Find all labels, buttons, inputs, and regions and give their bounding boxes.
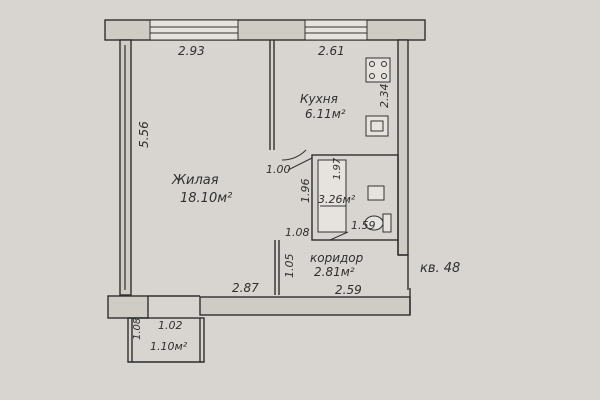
- dim-bath-inner-height: 1.96: [299, 179, 312, 204]
- bottom-wall: [107, 288, 411, 319]
- room-corridor-name: коридор: [310, 251, 364, 265]
- dim-corridor-height: 1.05: [283, 254, 296, 279]
- window-right: [304, 19, 368, 41]
- dim-left-height: 5.56: [137, 121, 151, 148]
- corridor-walls: [274, 240, 409, 295]
- left-wall: [119, 39, 132, 296]
- kitchen-appliances: [365, 57, 391, 137]
- room-balcony-area: 1.10м²: [150, 340, 188, 353]
- room-kitchen-name: Кухня: [300, 92, 338, 106]
- dim-main-bottom: 2.87: [232, 281, 259, 295]
- dim-kitchen-height: 2.34: [378, 84, 391, 109]
- stove-icon: [365, 57, 391, 83]
- dim-balcony-height: 1.08: [132, 318, 143, 340]
- dim-corridor-opening: 1.08: [285, 226, 310, 239]
- room-living-name: Жилая: [171, 173, 219, 188]
- window-left: [149, 19, 239, 41]
- room-kitchen-area: 6.11м²: [305, 107, 346, 121]
- dim-door-main: 1.00: [266, 163, 291, 176]
- dim-bath-width: 1.59: [351, 219, 376, 232]
- room-bathroom-area: 3.26м²: [318, 193, 356, 206]
- bathtub: [317, 159, 347, 233]
- bathroom-block: [311, 154, 399, 241]
- room-corridor-area: 2.81м²: [314, 265, 355, 279]
- door-swing: [281, 149, 307, 161]
- balcony: [127, 317, 205, 363]
- bathroom-sink: [367, 185, 385, 201]
- kitchen-sink: [365, 115, 389, 137]
- dim-balcony-width: 1.02: [158, 319, 183, 332]
- top-wall: [104, 19, 426, 41]
- dim-top-right: 2.61: [318, 44, 345, 58]
- dim-top-left: 2.93: [178, 44, 205, 58]
- right-wall: [397, 39, 409, 256]
- dim-corridor-bottom: 2.59: [335, 283, 362, 297]
- dim-bath-height: 1.97: [332, 157, 343, 180]
- apartment-label: кв. 48: [420, 261, 460, 276]
- room-living-area: 18.10м²: [180, 191, 232, 206]
